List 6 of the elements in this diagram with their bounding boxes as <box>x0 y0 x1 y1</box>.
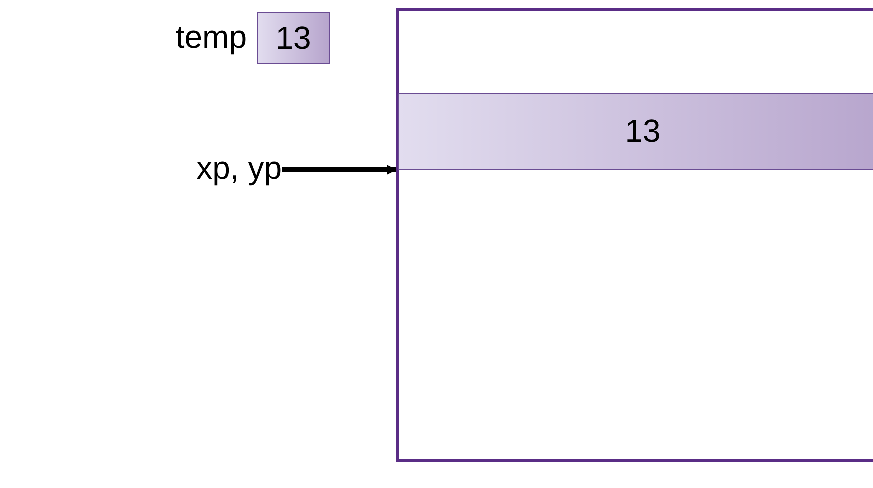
memory-cell: 13 <box>257 12 330 64</box>
memory-frame <box>396 8 873 462</box>
memory-cell: 13 <box>398 93 873 170</box>
variable-name: temp <box>176 19 247 56</box>
pointer-label: xp, yp <box>160 150 282 190</box>
arrow <box>282 165 397 175</box>
